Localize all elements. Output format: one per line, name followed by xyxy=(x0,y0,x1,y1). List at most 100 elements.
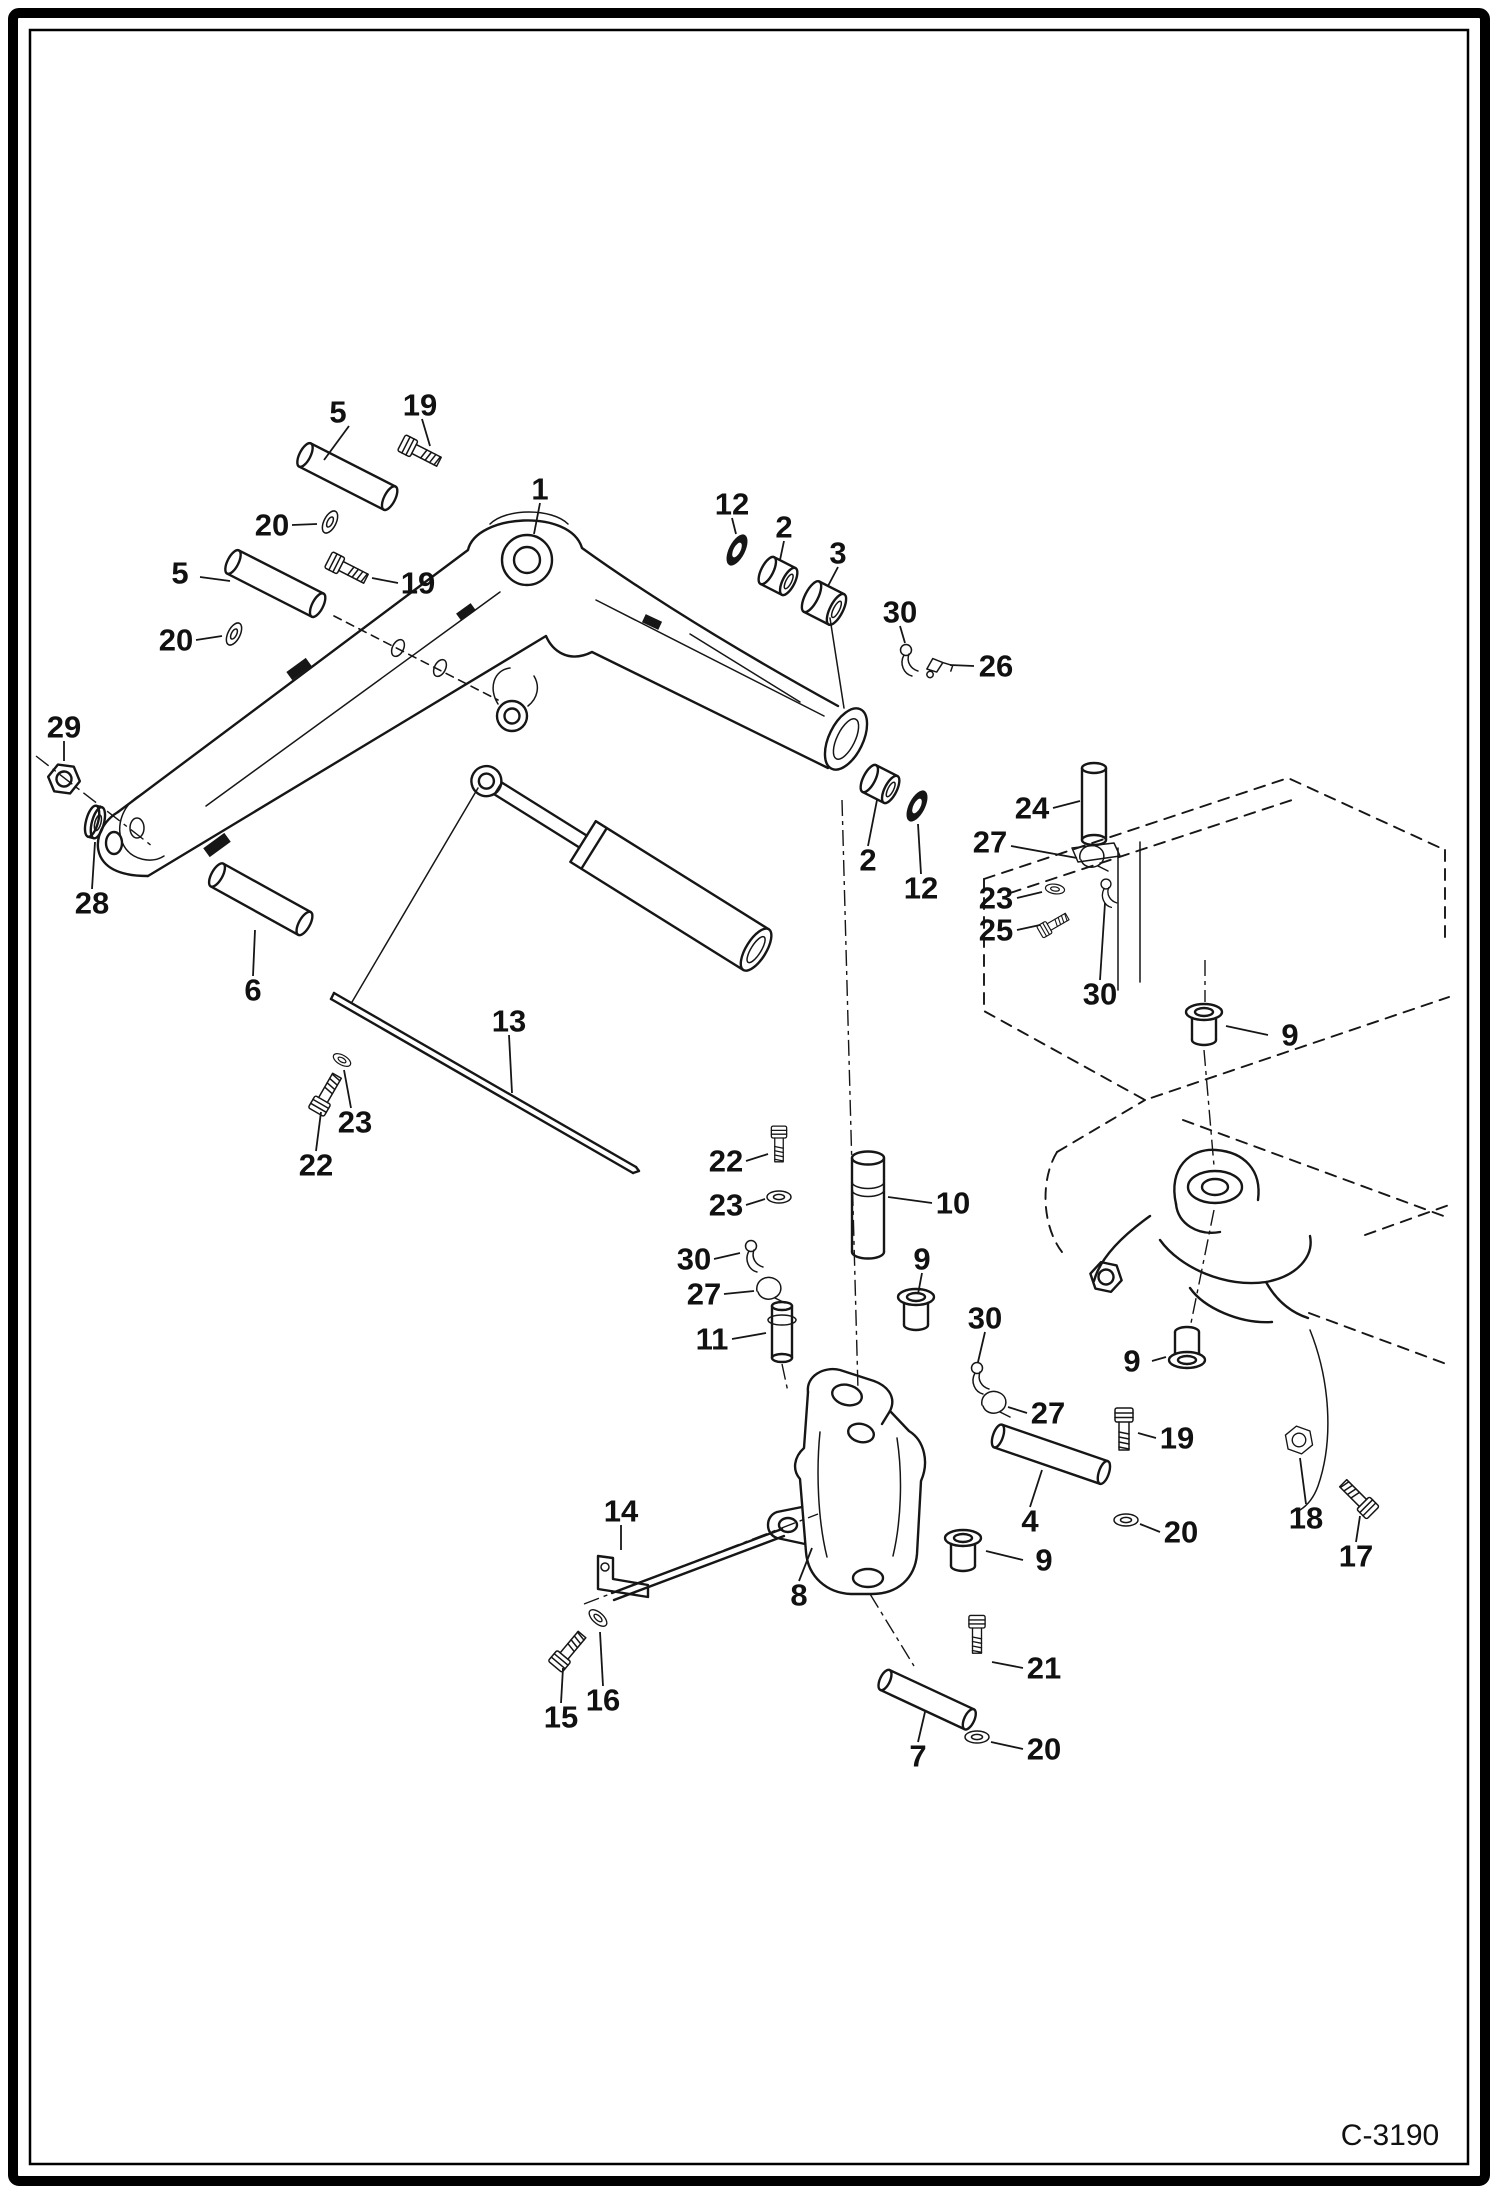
callout-leader-20-38 xyxy=(1139,1523,1161,1533)
bolt-17 xyxy=(1336,1476,1381,1521)
callout-18-39: 18 xyxy=(1289,1501,1323,1536)
frame-phantom xyxy=(983,777,1450,1366)
callout-8-43: 8 xyxy=(790,1578,807,1613)
washer-23-bracket xyxy=(766,1190,792,1204)
clip-30-boom xyxy=(899,643,919,677)
callout-19-8: 19 xyxy=(401,566,435,601)
pin-7 xyxy=(877,1668,977,1731)
callout-23-17: 23 xyxy=(979,881,1013,916)
lift-cylinder xyxy=(470,764,773,972)
callout-23-24: 23 xyxy=(338,1105,372,1140)
callout-leader-20-6 xyxy=(291,523,318,526)
washer-23-rod xyxy=(330,1050,354,1070)
clip-30-bracket-top xyxy=(744,1239,764,1273)
callout-leader-15-45 xyxy=(560,1667,564,1704)
callout-leader-30-9 xyxy=(899,625,906,644)
callout-leader-16-44 xyxy=(599,1631,604,1687)
callout-20-48: 20 xyxy=(1027,1732,1061,1767)
swing-bracket-8 xyxy=(766,1367,927,1596)
callout-14-41: 14 xyxy=(604,1494,639,1529)
pin-6 xyxy=(207,862,314,937)
callout-9-31: 9 xyxy=(913,1242,930,1277)
callout-leader-12-16 xyxy=(917,823,922,875)
callout-9-34: 9 xyxy=(1123,1344,1140,1379)
washer-20-pin7 xyxy=(964,1730,990,1744)
callout-leader-19-36 xyxy=(1137,1432,1157,1439)
callout-leader-25-18 xyxy=(1016,924,1041,931)
callout-5-0: 5 xyxy=(329,395,346,430)
washer-16 xyxy=(585,1606,611,1630)
callout-30-9: 30 xyxy=(883,595,917,630)
clip-27-bracket-side xyxy=(981,1390,1011,1418)
pin-5-upper xyxy=(296,441,399,512)
clip-27-frame xyxy=(1079,844,1109,872)
bushing-9-bracket-top xyxy=(896,1287,936,1332)
washer-20-bracket xyxy=(1113,1513,1139,1527)
callout-4-37: 4 xyxy=(1021,1504,1039,1539)
callout-leader-24-13 xyxy=(1052,800,1081,809)
bushing-9-bracket-bottom xyxy=(943,1528,983,1573)
control-rod-13 xyxy=(329,991,641,1175)
callout-leader-7-47 xyxy=(917,1711,926,1743)
washer-20-upper xyxy=(318,507,342,537)
callout-20-6: 20 xyxy=(255,508,289,543)
washer-23-frame xyxy=(1044,882,1066,896)
callout-leader-9-22 xyxy=(1225,1025,1269,1036)
bolt-22-bracket xyxy=(770,1125,788,1163)
callout-leader-9-31 xyxy=(917,1272,923,1295)
nut-29 xyxy=(45,762,83,796)
callout-leader-1-2 xyxy=(533,502,541,535)
callout-19-1: 19 xyxy=(403,388,437,423)
callout-leader-5-7 xyxy=(199,576,231,582)
callout-leader-22-26 xyxy=(745,1153,769,1162)
callout-leader-6-20 xyxy=(252,929,256,977)
seal-12-upper xyxy=(726,534,748,566)
pin-24-projection-lines xyxy=(1117,841,1141,991)
callout-leader-9-34 xyxy=(1151,1356,1167,1362)
callout-leader-23-24 xyxy=(343,1069,352,1109)
callout-leader-8-43 xyxy=(798,1547,813,1582)
callout-leader-26-10 xyxy=(949,664,975,667)
clip-30-bracket-side xyxy=(970,1361,990,1395)
callout-27-35: 27 xyxy=(1031,1396,1065,1431)
pin-4 xyxy=(990,1423,1112,1486)
bushing-9-frame-bottom xyxy=(1167,1325,1207,1370)
callout-leader-11-32 xyxy=(731,1332,767,1340)
bolt-15 xyxy=(547,1628,590,1674)
callout-leader-10-28 xyxy=(887,1196,933,1204)
fitting-26 xyxy=(926,657,954,679)
callout-17-40: 17 xyxy=(1339,1539,1373,1574)
callout-leader-21-46 xyxy=(991,1661,1024,1669)
callout-leader-30-33 xyxy=(977,1331,986,1363)
clip-30-frame xyxy=(1100,878,1118,909)
washer-28 xyxy=(83,804,107,840)
callout-22-25: 22 xyxy=(299,1148,333,1183)
callout-16-44: 16 xyxy=(586,1683,620,1718)
bushing-2-upper xyxy=(757,555,799,597)
callout-7-47: 7 xyxy=(909,1739,926,1774)
callout-11-32: 11 xyxy=(696,1322,729,1357)
callout-20-11: 20 xyxy=(159,623,193,658)
callout-leader-23-27 xyxy=(745,1198,766,1206)
washer-20-lower xyxy=(222,619,246,649)
callout-30-21: 30 xyxy=(1083,977,1117,1012)
callout-leader-30-29 xyxy=(713,1252,741,1260)
callout-leader-30-21 xyxy=(1099,902,1106,981)
callout-12-3: 12 xyxy=(715,487,749,522)
callout-leader-17-40 xyxy=(1355,1515,1361,1543)
callout-9-22: 9 xyxy=(1281,1018,1298,1053)
drawing-number: C-3190 xyxy=(1341,2119,1439,2152)
callout-10-28: 10 xyxy=(936,1186,970,1221)
keeper-rod-14 xyxy=(596,1527,786,1602)
callout-3-5: 3 xyxy=(829,536,846,571)
callout-30-29: 30 xyxy=(677,1242,711,1277)
callout-20-38: 20 xyxy=(1164,1515,1198,1550)
callout-13-23: 13 xyxy=(492,1004,526,1039)
callout-leader-13-23 xyxy=(508,1034,513,1094)
callout-leader-19-8 xyxy=(371,577,399,584)
callout-1-2: 1 xyxy=(531,472,548,507)
callout-6-20: 6 xyxy=(244,973,261,1008)
